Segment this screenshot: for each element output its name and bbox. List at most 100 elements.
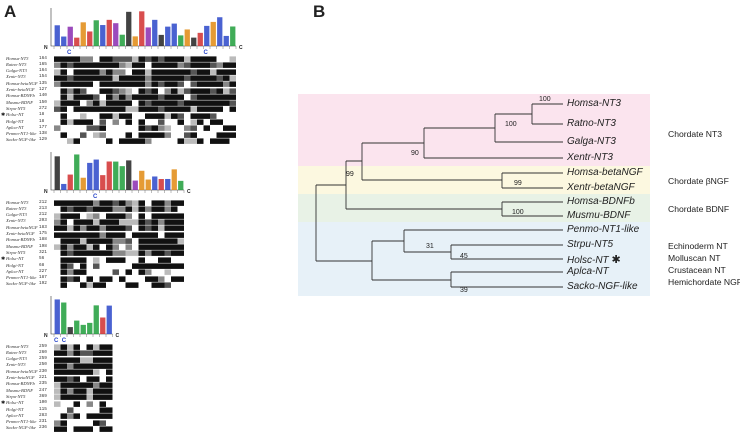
residue-cell — [203, 106, 210, 113]
residue-cell — [67, 388, 74, 394]
residue-cell — [177, 250, 184, 257]
residue-cell — [99, 407, 106, 413]
residue-cell — [93, 200, 100, 206]
alignment-row — [54, 62, 236, 69]
residue-cell — [177, 56, 184, 62]
residue-cell — [210, 131, 217, 138]
sequence-position: 221 — [39, 375, 47, 380]
sequence-name: Xentr-betaNGF — [6, 375, 35, 380]
residue-cell — [73, 87, 80, 94]
residue-cell — [60, 394, 67, 401]
alignment-row — [54, 350, 113, 357]
residue-cell — [132, 125, 139, 132]
cysteine-mark: C — [54, 338, 59, 344]
residue-cell — [158, 62, 165, 69]
sequence-position: 183 — [39, 224, 47, 230]
residue-cell — [86, 200, 93, 206]
sequence-name: Strpu-NT5 — [6, 393, 26, 399]
residue-cell — [177, 275, 184, 282]
residue-cell — [99, 225, 106, 232]
sequence-name: Galga-NT3 — [6, 356, 27, 362]
logo-letter — [74, 320, 80, 334]
residue-cell — [151, 269, 158, 276]
residue-cell — [125, 62, 132, 69]
residue-cell — [145, 282, 152, 288]
residue-cell — [164, 200, 171, 206]
residue-cell — [216, 119, 223, 125]
residue-cell — [106, 369, 113, 376]
residue-cell — [86, 87, 93, 94]
residue-cell — [106, 62, 113, 69]
residue-cell — [67, 231, 74, 238]
sequence-name: Ratno-NT3 — [6, 349, 27, 355]
residue-cell — [171, 263, 178, 269]
residue-cell — [229, 68, 236, 75]
residue-cell — [86, 244, 93, 250]
residue-cell — [86, 413, 93, 420]
branch — [371, 240, 451, 281]
alignment-row — [54, 375, 113, 382]
residue-cell — [119, 269, 126, 276]
sequence-name: Strpu-NT5 — [6, 105, 26, 111]
alignment-row — [54, 419, 113, 426]
residue-cell — [60, 119, 67, 125]
residue-cell — [99, 419, 106, 426]
alignment-row — [54, 401, 113, 407]
residue-cell — [112, 263, 119, 269]
logo-letter — [87, 162, 93, 190]
residue-cell — [184, 94, 191, 100]
residue-cell — [99, 75, 106, 81]
residue-cell — [73, 206, 80, 213]
residue-cell — [67, 269, 74, 276]
residue-cell — [171, 282, 178, 288]
logo-letter — [139, 11, 145, 46]
sequence-position: 100 — [39, 400, 47, 406]
residue-cell — [197, 119, 204, 125]
residue-cell — [177, 238, 184, 244]
residue-cell — [190, 138, 197, 144]
sequence-position: 212 — [39, 199, 47, 205]
alignment-row — [54, 244, 184, 250]
residue-cell — [86, 219, 93, 225]
residue-cell — [229, 131, 236, 138]
logo-letter — [132, 180, 138, 190]
branch — [361, 142, 502, 181]
residue-cell — [177, 113, 184, 119]
residue-cell — [151, 119, 158, 125]
alignment-row — [54, 344, 113, 350]
residue-cell — [67, 257, 74, 263]
sequence-position: 369 — [39, 393, 47, 399]
logo-letter — [54, 299, 60, 334]
residue-cell — [106, 206, 113, 213]
residue-cell — [158, 219, 165, 225]
residue-cell — [138, 81, 145, 88]
residue-cell — [125, 81, 132, 88]
residue-cell — [106, 250, 113, 257]
logo-letter — [100, 25, 106, 46]
residue-cell — [99, 250, 106, 257]
sequence-name: Aplca-NT — [6, 124, 24, 130]
residue-cell — [164, 250, 171, 257]
residue-cell — [158, 282, 165, 288]
sequence-name: Xentr-betaNGF — [6, 231, 35, 236]
residue-cell — [112, 75, 119, 81]
logo-n-terminus: N — [44, 333, 48, 339]
residue-cell — [229, 94, 236, 100]
residue-cell — [80, 419, 87, 426]
residue-cell — [60, 200, 67, 206]
residue-cell — [60, 244, 67, 250]
residue-cell — [86, 388, 93, 394]
residue-cell — [112, 244, 119, 250]
residue-cell — [86, 394, 93, 401]
residue-cell — [60, 419, 67, 426]
residue-cell — [80, 106, 87, 113]
residue-cell — [80, 426, 87, 432]
logo-letter — [197, 32, 203, 46]
logo-letter — [93, 159, 99, 190]
logo-letter — [126, 160, 132, 190]
residue-cell — [80, 113, 87, 119]
residue-cell — [138, 238, 145, 244]
sequence-name: Homsa-BDNFb — [6, 237, 35, 243]
residue-cell — [73, 219, 80, 225]
sequence-position: 140 — [39, 93, 47, 99]
